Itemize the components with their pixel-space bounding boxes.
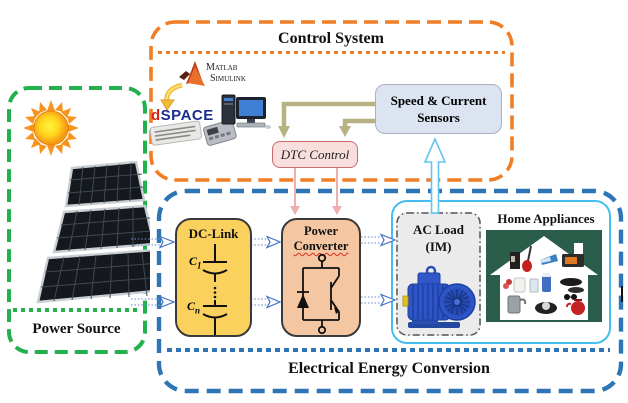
matlab-logo-icon xyxy=(179,61,205,86)
calculator-image xyxy=(203,119,237,146)
flow-arrow-icon xyxy=(131,295,176,309)
sensor-feedback-arrow-icon xyxy=(423,137,447,214)
solar-panel-image xyxy=(36,160,150,304)
energy-conversion-title: Electrical Energy Conversion xyxy=(288,360,490,377)
flow-arrow-icon xyxy=(251,295,282,309)
control-system-title: Control System xyxy=(278,30,384,47)
induction-motor-image xyxy=(402,265,476,328)
speed-current-sensors-box: Speed & Current Sensors xyxy=(375,84,502,134)
edge-tick-mark xyxy=(621,286,623,302)
flow-arrow-icon xyxy=(251,235,282,249)
capacitor-top-label: C1 xyxy=(189,254,202,271)
energy-conversion-box xyxy=(156,188,624,394)
capacitor-symbol xyxy=(202,244,228,335)
dc-link-box: DC-Link C1 Cn xyxy=(175,218,252,337)
energy-conversion-separator xyxy=(167,348,610,352)
dtc-control-box: DTC Control xyxy=(272,141,358,168)
control-system-separator xyxy=(158,51,505,54)
dc-link-title: DC-Link xyxy=(188,226,239,241)
pink-control-arrow-icon xyxy=(290,168,342,215)
power-source-title: Power Source xyxy=(32,321,121,337)
power-converter-box: Power Converter xyxy=(281,218,361,337)
matlab-simulink-label: Matlab Simulink xyxy=(206,62,246,84)
yellow-curved-arrow-icon xyxy=(160,82,183,111)
power-source-box xyxy=(7,86,147,354)
flow-arrow-icon xyxy=(361,233,397,247)
ac-load-box: AC Load (IM) xyxy=(396,212,481,336)
flow-arrow-icon xyxy=(131,235,176,249)
power-converter-title: Power Converter xyxy=(293,224,349,253)
dspace-keyboard-image xyxy=(149,120,202,146)
flow-arrow-icon xyxy=(361,293,397,307)
igbt-symbol xyxy=(297,253,340,335)
power-source-separator xyxy=(13,308,140,312)
tan-feedback-arrow-icon xyxy=(278,101,376,138)
home-appliances-title: Home Appliances xyxy=(497,211,595,226)
sun-icon xyxy=(23,100,79,156)
home-appliances-image xyxy=(486,230,602,322)
capacitor-bottom-label: Cn xyxy=(187,299,201,316)
control-system-box xyxy=(149,20,514,182)
desktop-computer-image xyxy=(221,94,271,129)
dspace-logo: dSPACE xyxy=(151,107,214,124)
ac-load-title: AC Load (IM) xyxy=(413,222,464,254)
